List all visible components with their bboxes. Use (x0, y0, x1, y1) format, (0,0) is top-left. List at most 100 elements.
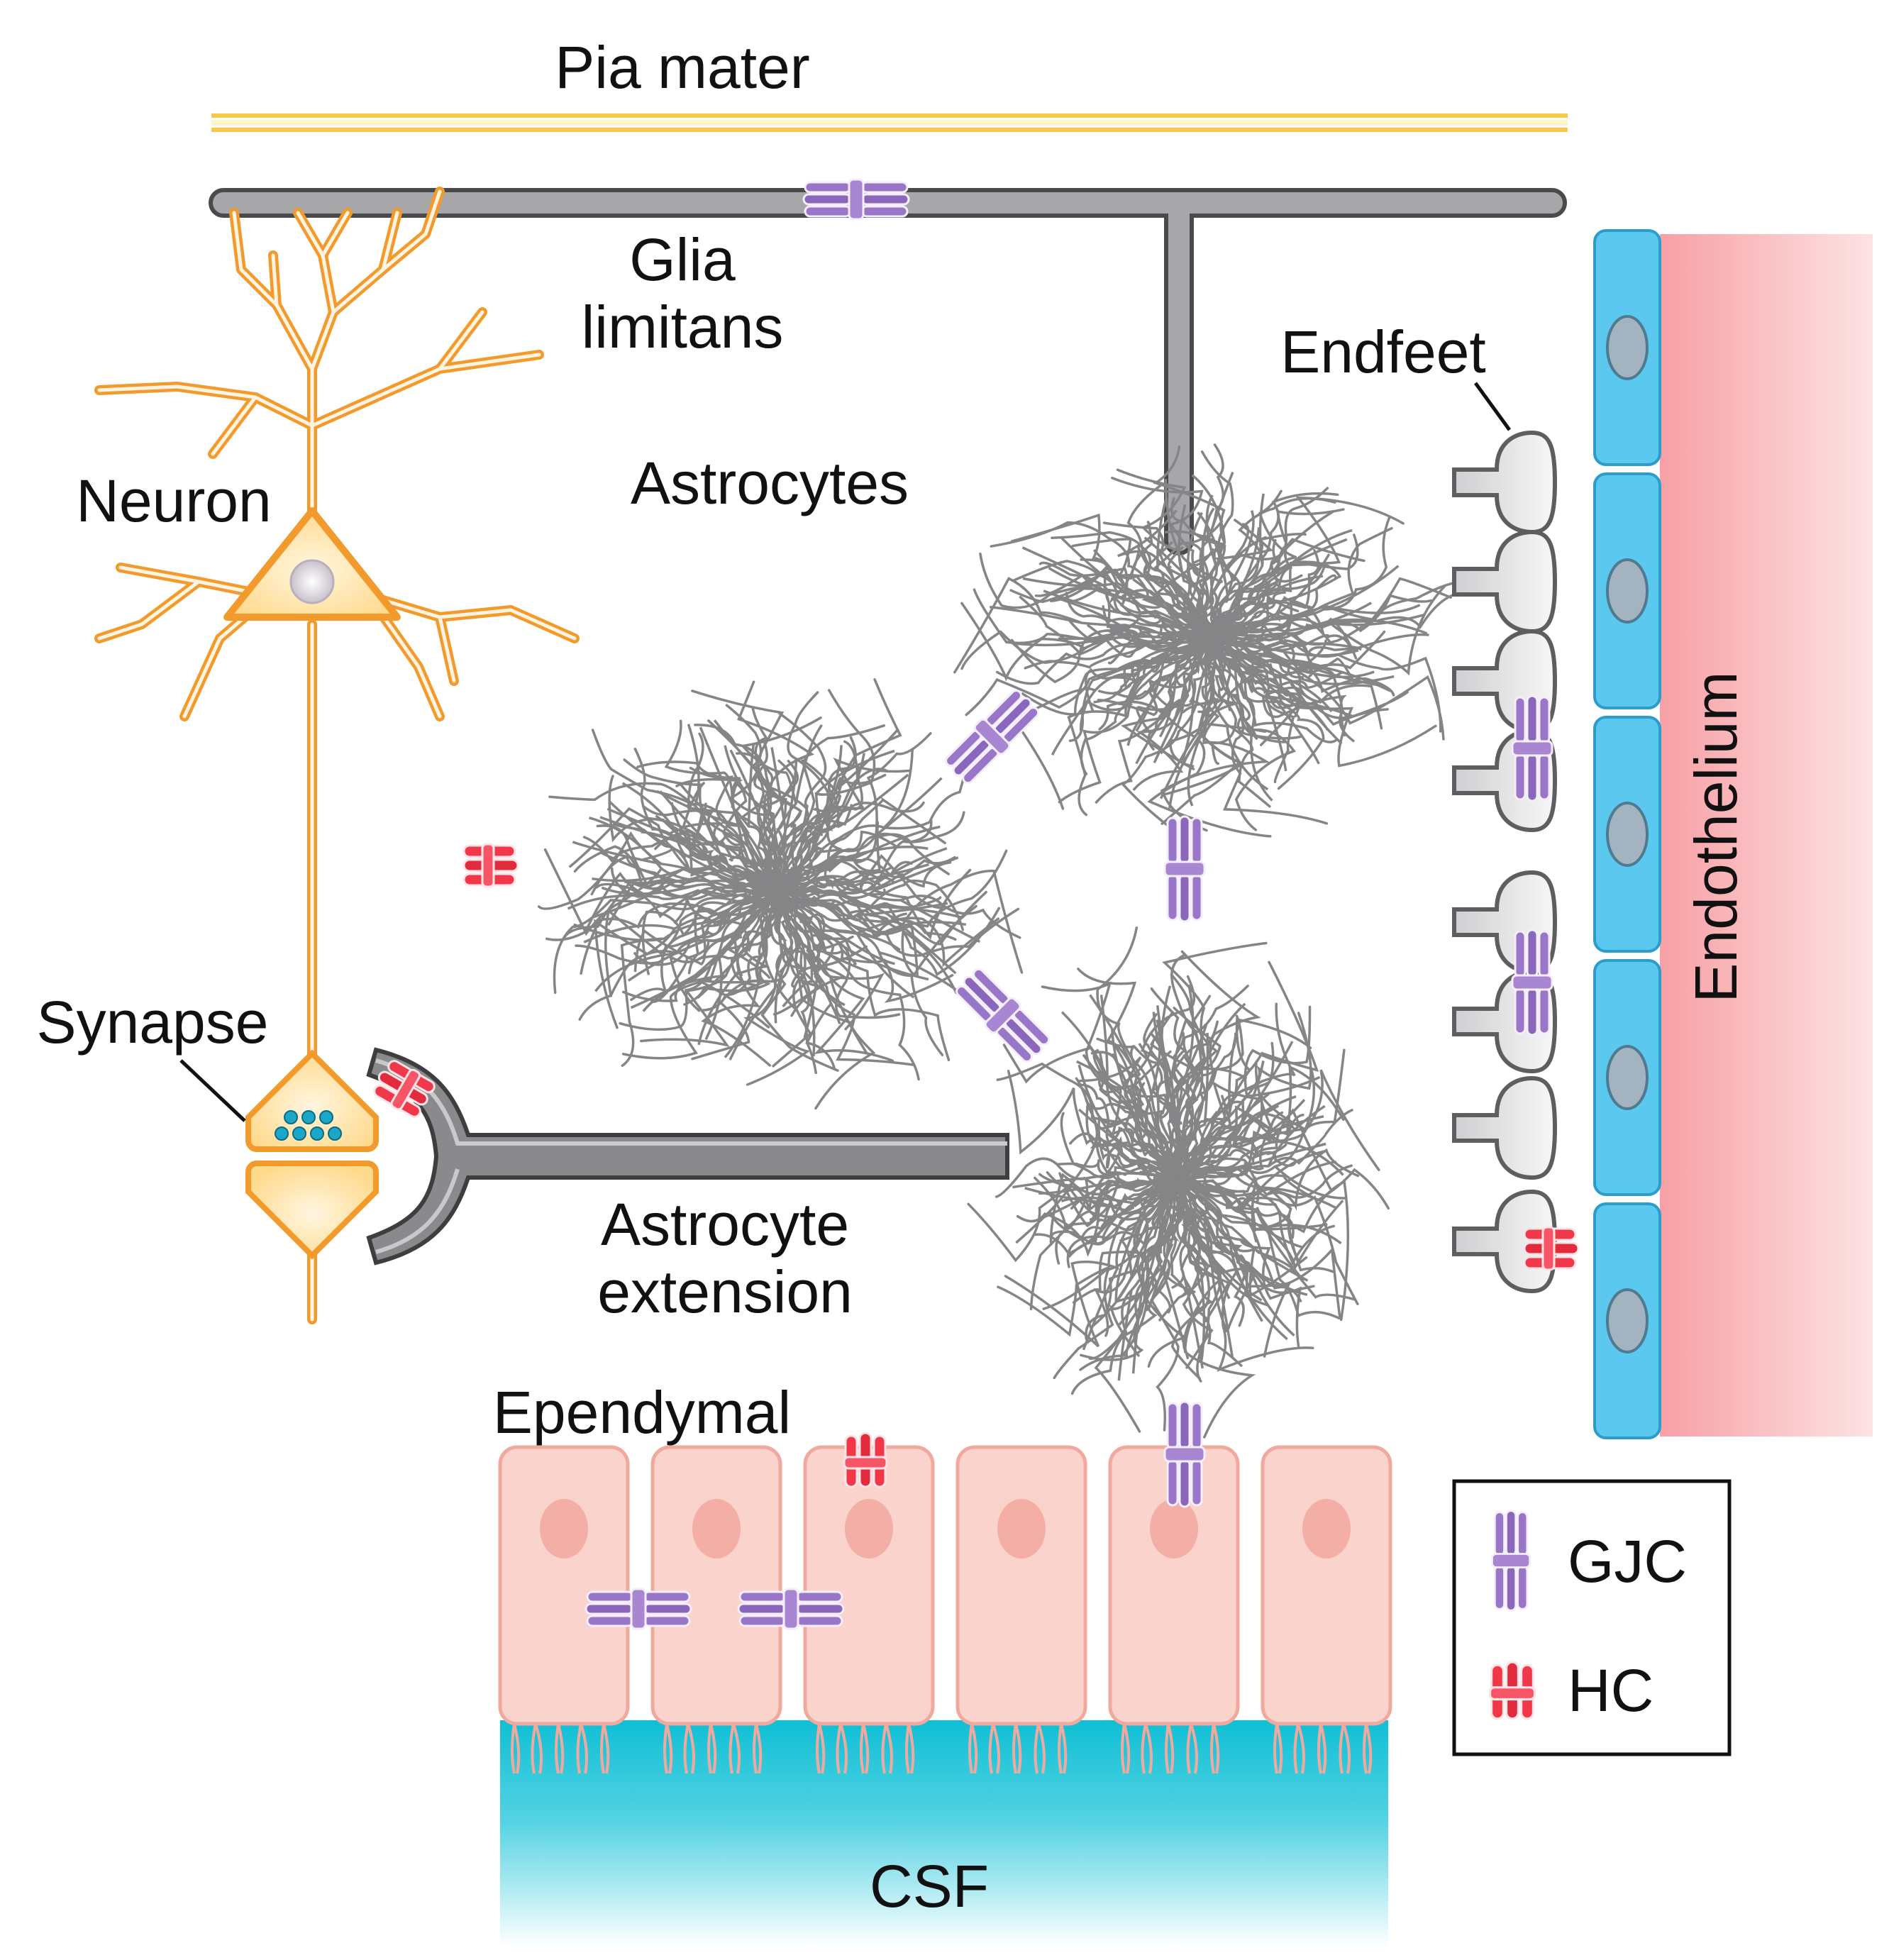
astrocyte-process (1176, 1175, 1315, 1300)
astrocyte-process (775, 887, 835, 975)
label-pia-mater: Pia mater (555, 34, 809, 101)
astrocyte-process (1275, 699, 1320, 765)
astrocyte-process (899, 928, 958, 995)
astrocyte-process (1051, 690, 1096, 755)
label-csf: CSF (870, 1853, 989, 1920)
astrocyte-process (620, 889, 778, 1068)
astrocyte-process (1208, 497, 1336, 640)
astrocyte-process (1136, 637, 1211, 734)
astrocyte-process (630, 889, 778, 1002)
astrocyte-process (1077, 968, 1179, 1179)
astrocyte-process (1206, 637, 1271, 808)
astrocyte-process (775, 797, 946, 892)
astrocyte-process (1208, 599, 1325, 640)
astrocyte-process (1146, 1176, 1188, 1368)
astrocyte-process (1180, 520, 1224, 640)
label-endfeet: Endfeet (1280, 319, 1486, 385)
astrocyte-process (1208, 581, 1456, 646)
astrocyte-process (1203, 1032, 1209, 1125)
astrocyte-process (1208, 516, 1391, 640)
astrocyte-process (659, 790, 721, 855)
astrocyte-process (736, 752, 781, 892)
astrocyte-process (870, 905, 963, 919)
astrocyte-process (815, 749, 895, 795)
astrocyte-process (697, 970, 740, 1046)
astrocyte-process (1080, 558, 1211, 640)
astrocyte-process (1067, 618, 1211, 643)
astrocyte-process (1068, 637, 1211, 742)
astrocyte-process (1173, 1007, 1222, 1179)
astrocyte-process (770, 747, 787, 829)
astrocyte-process (1186, 548, 1214, 640)
astrocyte-process (1253, 1142, 1326, 1166)
astrocyte-process (604, 887, 778, 997)
astrocyte-process (1098, 637, 1211, 731)
astrocyte-process (1141, 975, 1196, 1179)
label-synapse: Synapse (37, 989, 269, 1056)
neuron (94, 187, 580, 1324)
endfeet-pointer (1473, 382, 1512, 431)
astrocyte-process (1126, 680, 1170, 746)
astrocyte-process (1176, 1109, 1353, 1179)
astrocyte-process (1120, 637, 1211, 830)
astrocyte-process (730, 889, 782, 987)
astrocyte-process (639, 889, 778, 1048)
astrocyte-process (1071, 538, 1211, 641)
astrocyte-process (699, 726, 733, 805)
label-astrocytes: Astrocytes (631, 450, 909, 516)
astrocyte-process (1060, 1196, 1136, 1205)
legend-gjc-label: GJC (1568, 1528, 1687, 1595)
astrocyte-process (1253, 1223, 1328, 1231)
astrocyte-process (775, 849, 1008, 928)
astrocyte-process (775, 889, 999, 968)
legend-hc-icon (1488, 1661, 1536, 1720)
astrocyte-process (1176, 1174, 1300, 1263)
astrocyte-process (1208, 633, 1353, 650)
astrocyte-process (1117, 1290, 1133, 1381)
astrocyte-process (889, 915, 957, 975)
astrocyte-process (1153, 445, 1226, 640)
astrocyte-process (829, 753, 865, 831)
astrocyte-process (1270, 509, 1335, 566)
astrocyte-process (879, 951, 960, 994)
astrocyte-process (729, 749, 764, 827)
astrocyte-process (996, 1062, 1179, 1179)
astrocyte-process (1135, 662, 1165, 732)
astrocyte-process (1176, 1176, 1302, 1302)
astrocyte-process (1302, 663, 1391, 692)
astrocyte-process (1176, 1176, 1341, 1320)
astrocyte-process (1245, 1041, 1294, 1115)
endothelial-cells (1593, 229, 1661, 1439)
astrocyte-process (772, 889, 823, 1016)
label-neuron: Neuron (76, 467, 272, 534)
astrocyte-process (775, 689, 876, 892)
astrocyte-process (572, 841, 662, 865)
astrocyte-process (589, 816, 663, 870)
astrocyte-process (596, 824, 778, 897)
astrocyte-process (854, 825, 941, 859)
astrocyte-process (1097, 637, 1211, 695)
astrocyte-process (627, 938, 709, 982)
astrocyte-process (807, 768, 846, 846)
astrocyte-process (701, 889, 778, 1067)
astrocyte-process (636, 760, 778, 892)
astrocyte-process (1199, 1268, 1206, 1361)
synapse-pointer (179, 1059, 246, 1122)
astrocyte-process (1176, 1148, 1360, 1211)
astrocyte-process (580, 889, 778, 975)
label-glia-limitans-line1: Glia (629, 226, 736, 293)
astrocyte-process (1040, 1180, 1109, 1220)
astrocyte-process (1078, 1083, 1179, 1179)
astrocyte-process (624, 870, 716, 885)
legend-hc-label: HC (1568, 1657, 1653, 1724)
astrocyte-process (751, 707, 787, 892)
astrocyte-process (1208, 637, 1302, 740)
astrocyte-process (1170, 1176, 1211, 1380)
astrocyte-process (1145, 1019, 1162, 1112)
astrocyte-process (1121, 1268, 1150, 1356)
astrocyte-process (775, 889, 951, 1062)
astrocyte-process (1022, 577, 1118, 587)
astrocyte-process (775, 830, 897, 892)
astrocyte-process (1152, 1012, 1189, 1095)
astrocyte-process (811, 929, 901, 951)
